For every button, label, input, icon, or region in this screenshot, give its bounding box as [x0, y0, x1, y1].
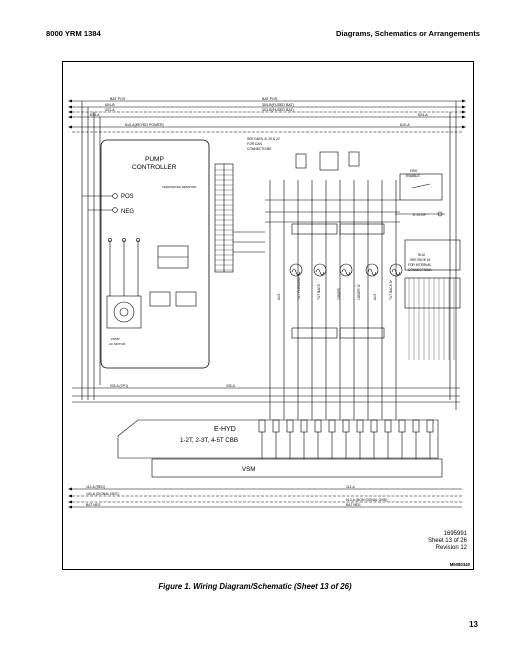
drawing-number: 1695991 [443, 531, 467, 537]
wire-label-634a-left: 634-A [90, 113, 100, 117]
lower-bus-wires [72, 387, 460, 403]
rlm-note: RLM [418, 253, 425, 257]
pos-label: POS [121, 194, 134, 200]
solenoid-coil [365, 263, 379, 277]
valve-label: TILT BACK [317, 283, 321, 300]
rlm-module [404, 239, 461, 309]
page-number: 13 [469, 620, 478, 629]
svg-text:CONNECTIONS: CONNECTIONS [247, 147, 272, 151]
svg-text:033-A: 033-A [226, 384, 236, 388]
bottom-bus-wires [72, 488, 462, 508]
svg-text:CONNECTIONS: CONNECTIONS [408, 268, 432, 272]
e-hyd-harness [117, 419, 439, 459]
valve-label: AUX [373, 293, 377, 300]
valve-harness-lines [233, 199, 400, 339]
wire-label-604b: 604-B [105, 103, 115, 107]
wire-label-634a-right: 634-A [418, 113, 428, 117]
wire-label-610a-left: 610-A(KEYED POWER) [125, 123, 164, 127]
wire-label-bat-neg-left: BAT NEG [86, 503, 101, 507]
wire-label-bat-pos-left: BAT POS [110, 97, 126, 101]
e-stop-switch [395, 211, 445, 217]
wire-label-033: 033-A (CP1) [110, 384, 128, 388]
neg-label: NEG [121, 209, 134, 215]
wire-label-103a: 103-A (SIGNAL NEG) [86, 492, 119, 496]
pump-controller-title-2: CONTROLLER [132, 164, 177, 171]
wire-label-112a-left: 112-A (RED) [86, 485, 105, 489]
hss-enable-switch [399, 173, 443, 201]
valve-label: TILT BACK IV [389, 279, 393, 300]
terminating-resistor-label: TERMINATING RESISTOR [162, 185, 196, 189]
svg-text:ENABLE: ENABLE [406, 174, 420, 178]
valve-label: LOWER [337, 288, 341, 300]
wire-label-303a: 303-A [105, 108, 115, 112]
figure-caption: Figure 1. Wiring Diagram/Schematic (Shee… [158, 582, 352, 591]
connector-crp3 [214, 163, 234, 273]
svg-text:FOR INTERNAL: FOR INTERNAL [408, 263, 432, 267]
switch-connectors [295, 151, 360, 171]
pump-controller [82, 139, 210, 369]
wire-label-304b: 304-B(FUSED BAT) [262, 103, 294, 107]
diagram-frame [62, 61, 474, 570]
valve-label: TILT FORWARD [297, 276, 301, 300]
drawing-id: M5080340 [449, 562, 470, 567]
valve-wire-bundle [269, 180, 397, 420]
valve-coils [289, 263, 403, 277]
can-reference-note: SEE DATA -8, 20 & 22 [247, 137, 280, 141]
solenoid-coil [289, 263, 303, 277]
wire-label-610a-right: 610-A [400, 123, 410, 127]
pump-motor-label-2: AC MOTOR [109, 342, 126, 346]
solenoid-coil [389, 263, 403, 277]
svg-text:SEE PAGE 15: SEE PAGE 15 [410, 258, 431, 262]
vsm-label: VSM [242, 466, 255, 473]
wire-label-bat-neg-right: BAT NEG [346, 503, 361, 507]
valve-label: AUX [277, 293, 281, 300]
valve-label: LOWER IV [357, 284, 361, 300]
left-rails [81, 101, 457, 410]
wire-label-303b: 303-B(FUSED BAT) [262, 108, 294, 112]
hss-enable-label: HSS [410, 169, 418, 173]
wire-label-112a-right: 112-A [346, 485, 356, 489]
top-bus-wires [72, 100, 462, 133]
solenoid-coil [339, 263, 353, 277]
wire-label-bat-pos-right: BAT POS [262, 97, 278, 101]
pump-ac-motor [106, 238, 142, 329]
revision: Revision 12 [435, 545, 467, 551]
e-stop-label: E-STOP [413, 213, 427, 217]
speed-temp-sensors [149, 291, 197, 307]
document-header-left: 8000 YRM 1384 [46, 29, 101, 38]
wire-label-012a: 012-A (NON SIGNAL GND) [346, 498, 387, 502]
document-header-right: Diagrams, Schematics or Arrangements [335, 29, 480, 38]
pump-controller-title-1: PUMP [145, 156, 164, 163]
solenoid-coil [313, 263, 327, 277]
vsm-module [151, 458, 443, 478]
pump-motor-label: PUMP [111, 337, 120, 341]
ehyd-label-1: E-HYD [214, 426, 236, 433]
sheet-number: Sheet 13 of 26 [427, 538, 467, 544]
ehyd-label-2: 1-2T, 2-3T, 4-5T CBB [180, 437, 238, 444]
svg-text:FOR CAN: FOR CAN [247, 142, 262, 146]
sheet-info: 1695991 Sheet 13 of 26 Revision 12 [428, 531, 467, 552]
connector-crp4 [157, 245, 189, 269]
